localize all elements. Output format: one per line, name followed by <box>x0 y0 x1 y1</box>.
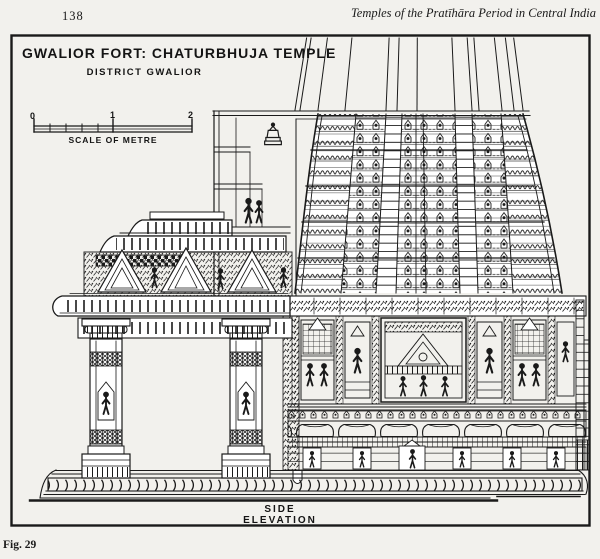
page-number: 138 <box>62 9 84 23</box>
drawing-caption: SIDE ELEVATION <box>243 504 317 526</box>
scale-bar-label: SCALE OF METRE <box>68 135 158 145</box>
shikhara-projection-lines <box>294 37 524 111</box>
porch-pillar <box>221 318 271 479</box>
porch <box>52 211 293 479</box>
figure-subtitle: DISTRICT GWALIOR <box>86 67 203 78</box>
shikhara-tower <box>212 110 563 294</box>
porch-pillar <box>81 318 131 479</box>
wall-frieze <box>287 295 587 317</box>
plinth <box>28 469 588 502</box>
scale-tick-2: 2 <box>188 110 194 120</box>
scale-tick-0: 0 <box>30 111 36 121</box>
scale-bar <box>33 118 193 133</box>
base-mouldings <box>287 410 587 484</box>
figure-title: GWALIOR FORT: CHATURBHUJA TEMPLE <box>22 45 337 61</box>
figure-label: Fig. 29 <box>3 539 37 551</box>
scale-tick-1: 1 <box>110 110 116 120</box>
figure-border <box>10 34 591 527</box>
running-head: Temples of the Pratīhāra Period in Centr… <box>350 6 596 20</box>
